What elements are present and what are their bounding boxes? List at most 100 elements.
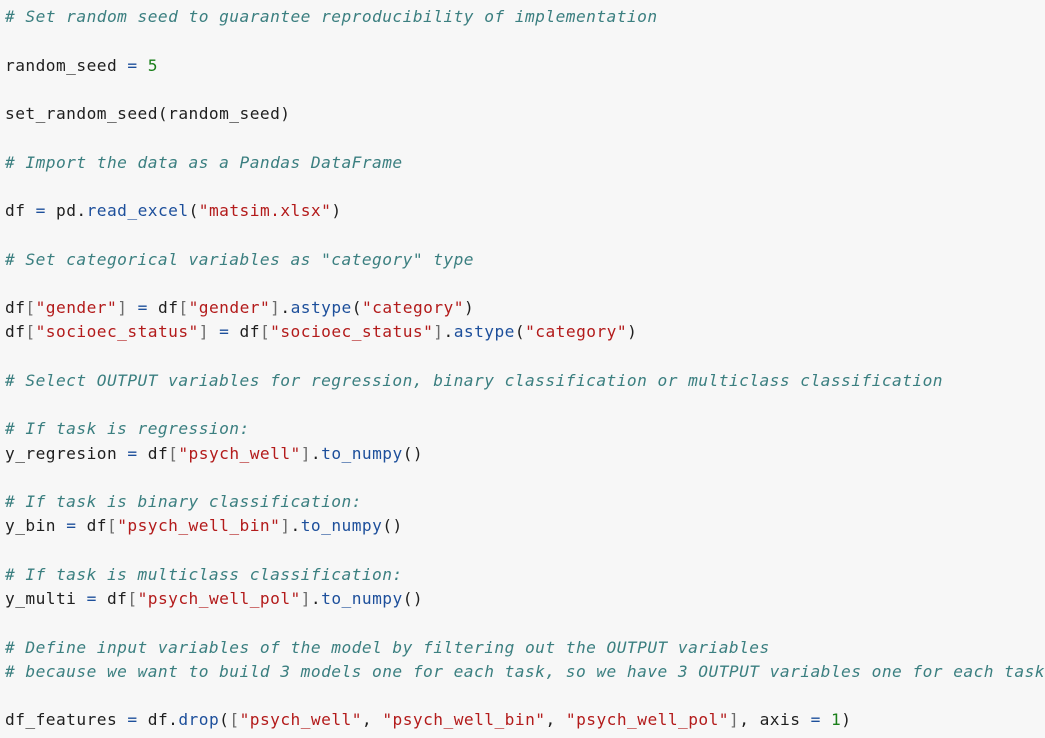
- code-token-plain: [138, 56, 148, 75]
- code-line: [5, 684, 1000, 708]
- code-token-plain: ): [627, 322, 638, 342]
- code-token-bracket: ]: [270, 298, 281, 317]
- code-token-comment: # because we want to build 3 models one …: [5, 661, 1045, 681]
- code-token-bracket: ]: [729, 710, 740, 730]
- code-token-plain: y_bin: [5, 516, 67, 536]
- code-token-string: "gender": [188, 298, 271, 317]
- code-token-comment: # Set categorical variables as "category…: [5, 249, 475, 269]
- code-token-plain: .: [310, 589, 322, 608]
- code-line: # Import the data as a Pandas DataFrame: [5, 151, 1000, 175]
- code-line: # If task is multiclass classification:: [5, 563, 1000, 587]
- code-token-plain: (: [351, 298, 362, 317]
- code-token-plain: df: [229, 322, 260, 342]
- code-token-plain: .: [443, 322, 454, 342]
- code-token-plain: df: [137, 443, 169, 463]
- code-token-string: "psych_well_bin": [382, 710, 546, 730]
- code-line: # Set categorical variables as "category…: [5, 248, 1000, 272]
- code-token-method: to_numpy: [300, 516, 383, 536]
- code-line: [5, 29, 1000, 53]
- code-token-bracket: [: [25, 298, 36, 317]
- code-token-string: "gender": [35, 298, 118, 317]
- code-token-string: "socioec_status": [270, 322, 434, 342]
- code-token-plain: random_seed: [5, 55, 128, 75]
- code-token-comment: # Select OUTPUT variables for regression…: [5, 370, 944, 390]
- code-line: [5, 539, 1000, 563]
- code-line: df = pd.read_excel("matsim.xlsx"): [5, 199, 1000, 223]
- code-line: y_multi = df["psych_well_pol"].to_numpy(…: [5, 587, 1000, 611]
- code-token-bracket: [: [259, 322, 271, 342]
- code-line: [5, 175, 1000, 199]
- code-token-plain: (): [402, 443, 424, 463]
- code-line: [5, 466, 1000, 490]
- code-token-method: astype: [290, 298, 352, 317]
- code-token-number: 5: [147, 55, 158, 75]
- code-token-plain: df_features: [5, 710, 128, 730]
- code-line: # If task is regression:: [5, 417, 1000, 441]
- code-line: [5, 272, 1000, 296]
- code-line: y_regresion = df["psych_well"].to_numpy(…: [5, 442, 1000, 466]
- code-token-string: "psych_well_pol": [565, 710, 730, 730]
- code-line: df_features = df.drop(["psych_well", "ps…: [5, 708, 1000, 732]
- code-line: set_random_seed(random_seed): [5, 102, 1000, 126]
- code-token-plain: , axis: [739, 710, 811, 730]
- code-token-bracket: ]: [280, 516, 291, 536]
- code-token-plain: .: [310, 443, 322, 463]
- code-token-plain: (: [219, 710, 230, 730]
- code-token-plain: (: [188, 201, 199, 220]
- code-token-bracket: [: [25, 322, 36, 342]
- code-token-plain: .: [280, 298, 291, 317]
- code-token-bracket: [: [229, 710, 240, 730]
- code-token-plain: (): [402, 589, 424, 608]
- code-token-comment: # If task is regression:: [5, 419, 250, 439]
- code-token-bracket: [: [178, 298, 189, 317]
- code-line: # because we want to build 3 models one …: [5, 660, 1045, 684]
- code-token-plain: y_regresion: [5, 443, 128, 463]
- code-token-plain: ,: [361, 710, 383, 730]
- code-token-bracket: ]: [433, 322, 444, 342]
- code-line: [5, 611, 1000, 635]
- code-token-plain: [209, 322, 219, 341]
- code-token-plain: (: [514, 322, 526, 342]
- code-token-comment: # Set random seed to guarantee reproduci…: [5, 7, 658, 26]
- code-line: # Set random seed to guarantee reproduci…: [5, 5, 1000, 29]
- code-token-plain: df: [5, 201, 36, 220]
- code-line: # Define input variables of the model by…: [5, 636, 1000, 660]
- code-line: random_seed = 5: [5, 54, 1000, 78]
- code-token-op: =: [86, 589, 97, 608]
- code-token-plain: set_random_seed(random_seed): [5, 104, 291, 123]
- code-token-method: read_excel: [86, 201, 189, 220]
- code-token-bracket: ]: [300, 589, 311, 608]
- code-token-plain: y_multi: [5, 589, 87, 608]
- code-token-bracket: ]: [117, 298, 128, 317]
- code-token-op: =: [810, 710, 821, 730]
- code-token-plain: ): [841, 710, 852, 730]
- code-token-plain: [127, 298, 137, 317]
- code-token-op: =: [127, 55, 138, 75]
- code-token-bracket: ]: [300, 443, 311, 463]
- code-token-plain: ,: [545, 710, 566, 730]
- code-token-op: =: [66, 516, 77, 536]
- code-token-op: =: [127, 443, 138, 463]
- code-line: [5, 345, 1000, 369]
- code-token-plain: df: [5, 322, 26, 342]
- code-token-op: =: [127, 710, 138, 730]
- code-token-method: astype: [453, 322, 515, 342]
- code-token-comment: # If task is multiclass classification:: [5, 564, 403, 584]
- code-line: [5, 223, 1000, 247]
- code-token-plain: pd.: [45, 201, 87, 220]
- code-line: y_bin = df["psych_well_bin"].to_numpy(): [5, 514, 1000, 538]
- code-token-string: "psych_well_bin": [117, 516, 281, 536]
- code-token-bracket: ]: [198, 322, 209, 342]
- code-line: [5, 78, 1000, 102]
- code-token-bracket: [: [168, 443, 179, 463]
- code-token-number: 1: [831, 710, 842, 730]
- code-token-plain: ): [331, 201, 342, 220]
- code-token-comment: # Import the data as a Pandas DataFrame: [5, 152, 403, 172]
- code-token-comment: # Define input variables of the model by…: [5, 637, 770, 657]
- code-line: [5, 393, 1000, 417]
- code-token-op: =: [35, 201, 46, 220]
- code-token-string: "socioec_status": [35, 322, 199, 342]
- code-line: [5, 126, 1000, 150]
- code-token-plain: df: [147, 298, 179, 317]
